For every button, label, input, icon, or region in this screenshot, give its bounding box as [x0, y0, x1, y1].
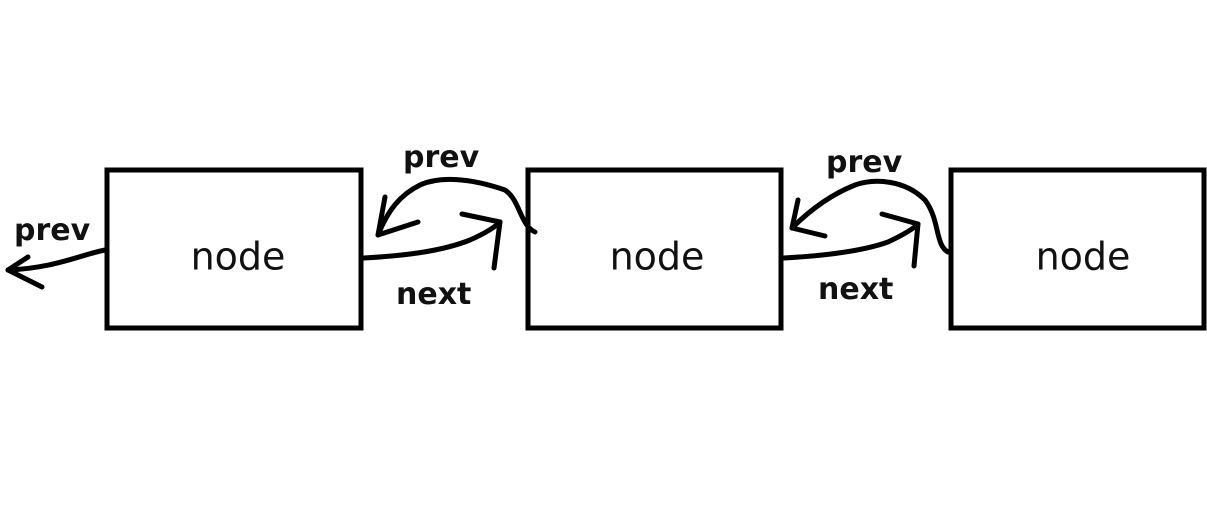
next-arrow-2: next [781, 211, 921, 307]
node-2-label: node [610, 235, 705, 279]
next-arrow-2-line [781, 221, 921, 261]
head-prev-arrowhead [5, 254, 45, 290]
prev-arrow-2-line [789, 178, 951, 255]
node-3: node [948, 167, 1207, 331]
next-2-label: next [818, 272, 893, 307]
next-arrow-1-arrowhead [459, 211, 503, 271]
head-prev-arrow-line [5, 247, 108, 273]
head-prev-label: prev [14, 213, 91, 248]
prev-2-label: prev [826, 145, 903, 180]
node-3-label: node [1036, 235, 1131, 279]
node-2: node [525, 167, 784, 331]
prev-arrow-1: prev [375, 140, 538, 238]
prev-1-label: prev [403, 140, 480, 175]
node-3-box [948, 167, 1207, 331]
next-arrow-1: next [361, 211, 503, 312]
next-1-label: next [396, 277, 471, 312]
node-1-label: node [191, 235, 286, 279]
next-arrow-2-arrowhead [879, 211, 921, 269]
prev-arrow-1-line [375, 176, 538, 238]
node-2-box [525, 167, 784, 331]
prev-arrow-2-arrowhead [789, 197, 828, 239]
node-1: node [104, 167, 364, 331]
prev-arrow-2: prev [789, 145, 951, 255]
prev-arrow-1-arrowhead [375, 194, 421, 238]
next-arrow-1-line [361, 219, 503, 261]
head-prev-arrow: prev [5, 213, 108, 290]
